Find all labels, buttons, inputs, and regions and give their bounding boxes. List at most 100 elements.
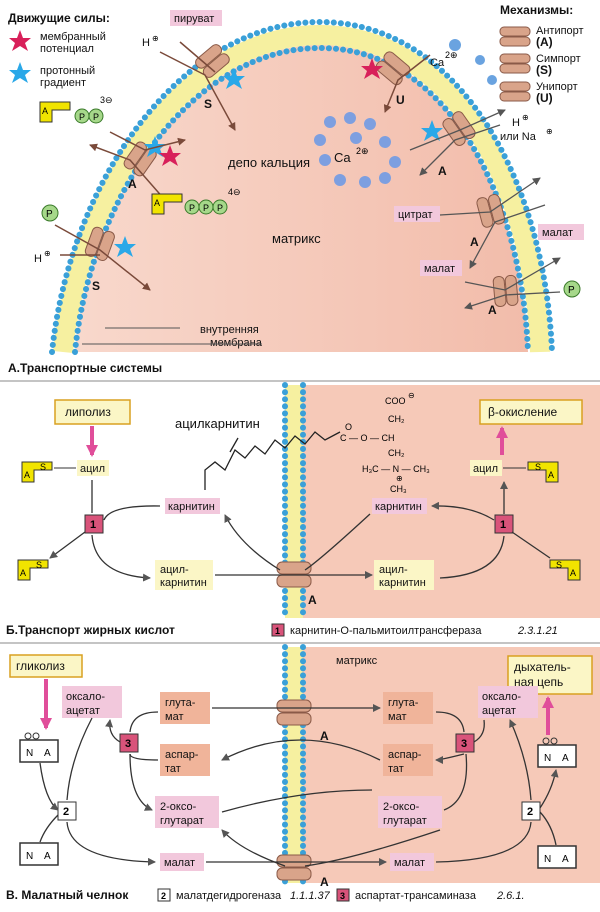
membrane-potential-star-icon xyxy=(9,30,31,51)
enzyme-ec-2: 1.1.1.37 xyxy=(290,890,331,902)
proton-star-1 xyxy=(223,68,245,89)
enzyme-2-left: 2 xyxy=(63,806,69,818)
oxoglutarate-left-1: 2-оксо- xyxy=(160,801,197,813)
ca-charge-inner: 2⊕ xyxy=(356,146,369,156)
malate-right: малат xyxy=(394,857,425,869)
uniport-letter: U xyxy=(396,93,405,107)
enzyme-name-1: карнитин-О-пальмитоилтрансфераза xyxy=(290,625,482,637)
chem-o: O xyxy=(345,422,352,432)
svg-text:A: A xyxy=(562,854,569,865)
chem-ester: C — O — CH xyxy=(340,433,395,443)
svg-text:A: A xyxy=(548,470,554,480)
nadh-icon-right: N A xyxy=(537,737,577,768)
inner-membrane-label-2: мембрана xyxy=(210,337,263,349)
chem-plus: ⊕ xyxy=(396,474,403,483)
svg-text:P: P xyxy=(79,112,85,122)
glutamate-left-2: мат xyxy=(165,711,183,723)
phosphate-icon-left xyxy=(41,204,59,222)
svg-text:A: A xyxy=(44,851,51,862)
svg-text:S: S xyxy=(535,462,541,472)
glutamate-right-2: мат xyxy=(388,711,406,723)
matrix-area xyxy=(75,45,528,352)
svg-text:P: P xyxy=(93,112,99,122)
antiport-letter-p: A xyxy=(488,303,497,317)
oxoglutarate-left-2: глутарат xyxy=(160,815,204,827)
acyl-label-left: ацил xyxy=(80,463,105,475)
chem-n: H₃C — N — CH₃ xyxy=(362,464,430,474)
pyruvate-label: пируват xyxy=(174,13,214,25)
symport-letter-1: S xyxy=(204,97,212,111)
matrix-label: матрикс xyxy=(272,231,321,246)
enzyme-name-3: аспартат-трансаминаза xyxy=(355,890,477,902)
h-or-na: или Na xyxy=(500,131,537,143)
acylcarnitine-left-1: ацил- xyxy=(160,564,189,576)
proton-star-2 xyxy=(144,136,166,157)
proton-star-4 xyxy=(421,120,443,141)
svg-text:A: A xyxy=(570,568,576,578)
h-plus-3: H xyxy=(512,117,520,129)
malate-label-out: малат xyxy=(542,227,573,239)
antiport-letter-c1: A xyxy=(320,729,329,743)
oxaloacetate-right-2: ацетат xyxy=(482,705,516,717)
svg-text:P: P xyxy=(189,203,195,213)
atp-icon: A P P P xyxy=(151,193,228,215)
enzyme-1-left: 1 xyxy=(90,519,96,531)
antiport-letter-c2: A xyxy=(320,875,329,889)
enzyme-name-2: малатдегидрогеназа xyxy=(176,890,282,902)
h-plus-1-charge: ⊕ xyxy=(152,34,159,43)
malate-left: малат xyxy=(164,857,195,869)
mech-antiport-letter: (A) xyxy=(536,35,553,49)
mech-title: Механизмы: xyxy=(500,3,573,17)
enzyme-3-right: 3 xyxy=(461,738,467,750)
transporter-glutamate-aspartate xyxy=(276,699,312,726)
malate-label-in: малат xyxy=(424,263,455,275)
acyl-coa-icon-right: A S xyxy=(527,461,559,483)
resp-chain-1: дыхатель- xyxy=(514,660,571,674)
enzyme-3-left: 3 xyxy=(125,738,131,750)
acylcarnitine-left-2: карнитин xyxy=(160,577,207,589)
antiport-icon xyxy=(499,26,531,47)
acylcarnitine-right-1: ацил- xyxy=(379,564,408,576)
caption-a: А.Транспортные системы xyxy=(8,361,162,375)
oxaloacetate-left-2: ацетат xyxy=(66,705,100,717)
antiport-letter-na: A xyxy=(438,164,447,178)
symport-icon xyxy=(499,53,531,74)
mech-symport: Симпорт xyxy=(536,53,581,65)
calcium-depot xyxy=(314,112,401,188)
proton-gradient-star-icon xyxy=(9,62,31,83)
panel-c: матрикс гликолиз дыхатель- ная цепь окса… xyxy=(6,644,600,902)
svg-text:A: A xyxy=(24,470,30,480)
inner-membrane-label-1: внутренняя xyxy=(200,324,259,336)
ca-label-inner: Ca xyxy=(334,150,351,165)
inner-membrane-band xyxy=(53,24,550,354)
nad-icon-right: N A xyxy=(537,845,577,869)
symport-letter-2: S xyxy=(92,279,100,293)
glycolysis-label: гликолиз xyxy=(16,659,65,673)
chem-coo: COO xyxy=(385,396,406,406)
enzyme-ec-3: 2.6.1. xyxy=(496,890,525,902)
beta-oxidation-label: β-окисление xyxy=(488,405,558,419)
membrane-beads-outer xyxy=(49,18,555,355)
legend-cell-1: 1 xyxy=(275,626,280,636)
panel-a: Движущие силы: мембранный потенциал прот… xyxy=(0,3,600,382)
aspartate-right-2: тат xyxy=(388,763,404,775)
acyl-coa-icon-left: A S xyxy=(21,461,53,483)
svg-text:A: A xyxy=(42,106,48,116)
svg-text:S: S xyxy=(36,560,42,570)
phosphate-icon-right xyxy=(563,280,581,298)
carnitine-right: карнитин xyxy=(375,501,422,513)
h-plus-2: H xyxy=(34,253,42,265)
enzyme-2-right: 2 xyxy=(527,806,533,818)
oxoglutarate-right-1: 2-оксо- xyxy=(383,801,420,813)
svg-text:P: P xyxy=(217,203,223,213)
svg-text:⊕: ⊕ xyxy=(546,127,553,136)
chem-ch3: CH₃ xyxy=(390,484,407,494)
uniport-icon xyxy=(499,81,531,102)
coa-icon-right: A S xyxy=(549,559,581,581)
proton-star-3 xyxy=(114,236,136,257)
acyl-chain xyxy=(204,431,341,490)
legend-proton-1: протонный xyxy=(40,65,95,77)
ca-label-outer: Ca xyxy=(430,57,445,69)
lipolysis-label: липолиз xyxy=(65,405,111,419)
